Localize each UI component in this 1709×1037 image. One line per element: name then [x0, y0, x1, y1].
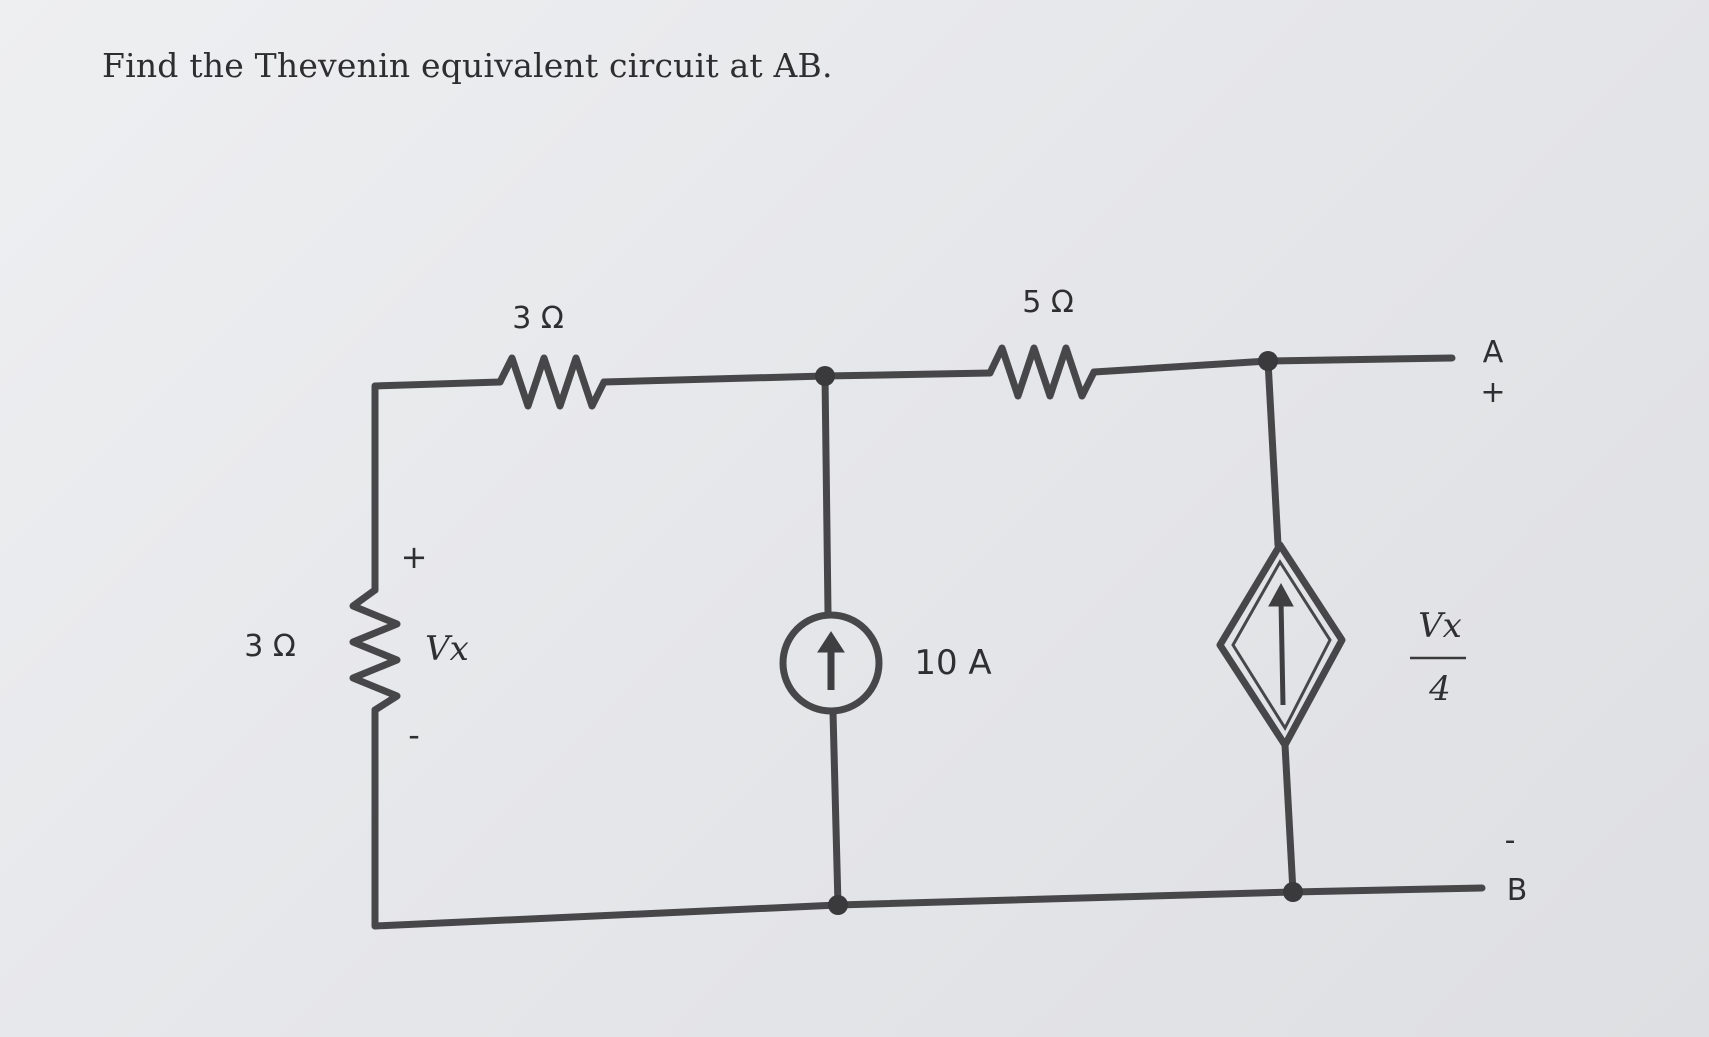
terminal-a-sign: + [1480, 375, 1505, 410]
current-source-label: 10 A [914, 643, 991, 683]
vx-plus-sign: + [401, 538, 428, 576]
wire-middle-upper [821, 372, 832, 616]
node-top-middle [815, 366, 835, 386]
resistor-top-right [986, 344, 1098, 400]
vx-label: Vx [425, 629, 469, 669]
wire-top-middle [600, 372, 829, 386]
wire-bottom-left [371, 901, 842, 930]
wire-right-upper [1264, 357, 1282, 549]
arrow-up-icon [817, 631, 845, 690]
node-top-right [1258, 351, 1278, 371]
dependent-source-denominator: 4 [1428, 669, 1451, 709]
resistor-top-left [496, 354, 608, 410]
wire-top-center [821, 369, 994, 380]
terminal-a-label: A [1483, 335, 1504, 370]
node-bottom-right [1283, 882, 1303, 902]
dependent-source-inner [1231, 559, 1332, 732]
resistor-top-right-label: 5 Ω [1022, 285, 1074, 320]
node-bottom-middle [828, 895, 848, 915]
question-text: Find the Thevenin equivalent circuit at … [102, 46, 833, 85]
resistor-left-label: 3 Ω [244, 629, 296, 664]
arrow-up-icon [1268, 582, 1294, 706]
wire-top-right [1090, 357, 1272, 376]
resistor-top-left-label: 3 Ω [512, 301, 564, 336]
wire-bottom-right [834, 888, 1297, 909]
vx-minus-sign: - [408, 716, 420, 754]
terminal-b-label: B [1507, 873, 1528, 908]
wire-terminal-b [1289, 884, 1486, 896]
dependent-source-numerator: Vx [1418, 606, 1462, 646]
terminal-b-sign: - [1505, 823, 1516, 858]
wire-middle-lower [829, 708, 842, 909]
resistor-left [349, 586, 401, 714]
wire-top-left [371, 378, 504, 390]
wire-right-lower [1281, 741, 1297, 896]
wire-terminal-a [1264, 354, 1456, 365]
